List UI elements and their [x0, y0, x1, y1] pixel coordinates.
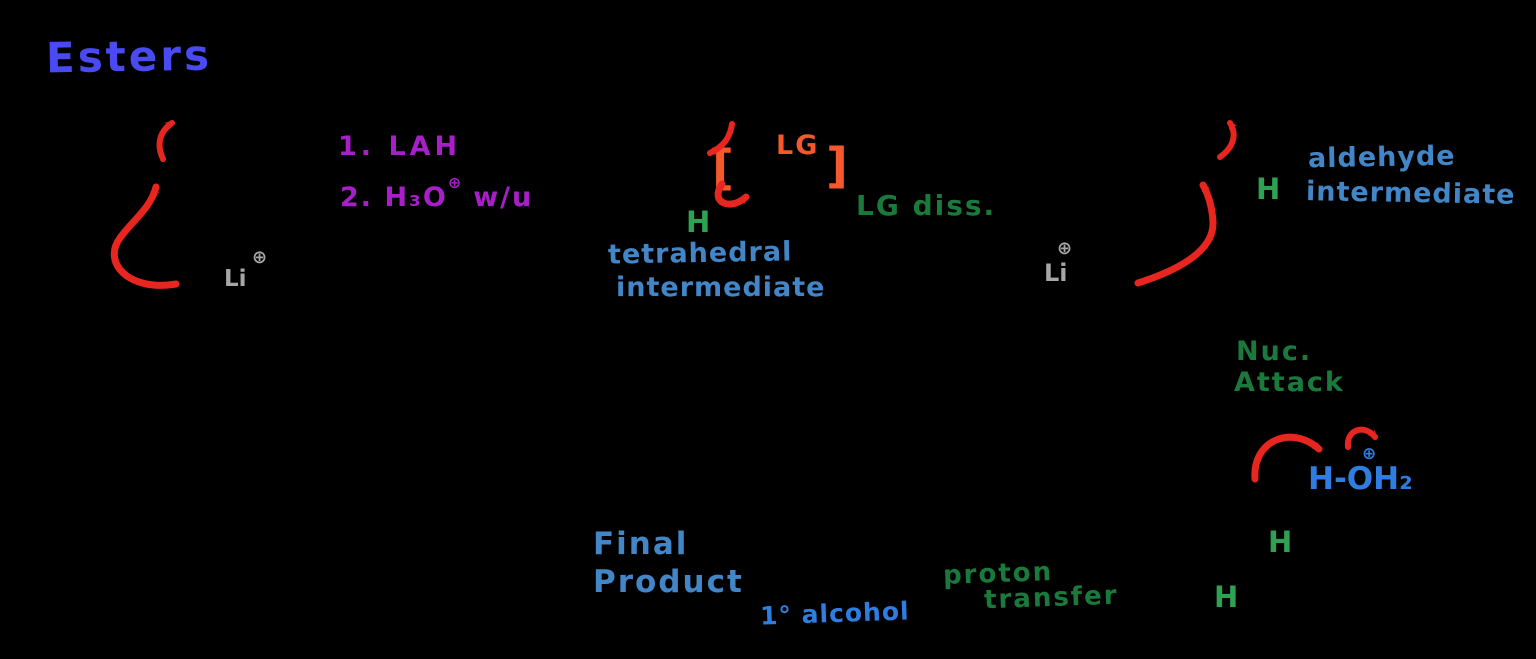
- final-product-line2: Product: [593, 564, 744, 600]
- leaving-group-label: LG: [776, 130, 820, 161]
- plus-charge-icon: ⊕: [1057, 238, 1073, 259]
- electron-arrow-icon: [1134, 181, 1217, 287]
- bracket-open: [: [712, 140, 734, 196]
- reagent-step-2-suffix: w/u: [473, 182, 534, 213]
- hydride-h-label: H: [1256, 172, 1281, 206]
- reagent-step-2-base: 2. H₃O: [340, 182, 448, 213]
- lithium-counterion: Li: [224, 266, 247, 292]
- nucleophilic-attack-line2: Attack: [1234, 367, 1345, 398]
- aldehyde-caption-line1: aldehyde: [1307, 140, 1456, 175]
- alkoxide-h-upper: H: [1268, 525, 1293, 559]
- hydronium-formula: H-OH₂: [1308, 461, 1413, 497]
- primary-alcohol-label: 1° alcohol: [759, 596, 911, 631]
- nucleophilic-attack-line1: Nuc.: [1236, 336, 1313, 367]
- proton-transfer-line2: transfer: [983, 580, 1120, 616]
- hydride-h-label: H: [686, 205, 711, 239]
- reagent-step-1: 1. LAH: [338, 131, 462, 162]
- tetrahedral-caption-line2: intermediate: [616, 272, 826, 303]
- reagent-step-2: 2. H₃O⊕ w/u: [340, 175, 534, 213]
- final-product-line1: Final: [593, 526, 689, 562]
- hydronium-charge-icon: ⊕: [447, 173, 464, 192]
- electron-arrow-icon: [1217, 120, 1238, 160]
- lg-dissociation-label: LG diss.: [856, 189, 997, 222]
- electron-arrow-icon: [156, 120, 175, 162]
- plus-charge-icon: ⊕: [252, 247, 268, 268]
- lithium-counterion: Li: [1044, 259, 1068, 287]
- aldehyde-caption-line2: intermediate: [1305, 176, 1516, 211]
- electron-arrow-icon: [110, 183, 180, 289]
- plus-charge-icon: ⊕: [1362, 444, 1377, 464]
- bracket-close: ]: [826, 138, 848, 194]
- tetrahedral-caption-line1: tetrahedral: [607, 236, 793, 271]
- alkoxide-h-lower: H: [1214, 580, 1239, 614]
- page-title: Esters: [45, 30, 213, 83]
